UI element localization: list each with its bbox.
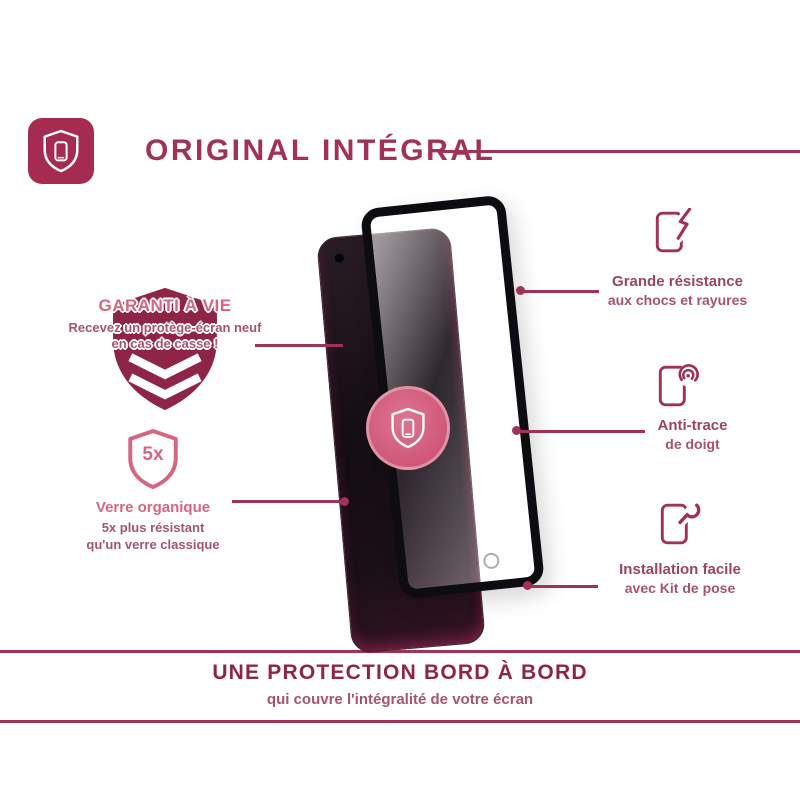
brand-logo-small-icon [482, 552, 501, 570]
connector-dot-resistance [516, 286, 525, 295]
resistance-subtitle: aux chocs et rayures [607, 292, 748, 308]
anti-trace-title: Anti-trace [657, 417, 728, 434]
installation-title: Installation facile [619, 561, 741, 578]
connector-line-resistance [521, 290, 599, 293]
connector-dot-organic-glass [340, 497, 349, 506]
connector-dot-anti-trace [512, 426, 521, 435]
organic-glass-title: Verre organique [95, 499, 211, 516]
shield-5x-icon: 5x [125, 428, 181, 490]
footer-title: UNE PROTECTION BORD À BORD [212, 661, 588, 684]
connector-line-warranty [255, 344, 343, 347]
callout-organic-glass: 5x Verre organique 5x plus résistant qu'… [58, 428, 248, 553]
callout-resistance: Grande résistance aux chocs et rayures [580, 272, 775, 309]
phone-wrench-icon [655, 500, 703, 548]
phone-fingerprint-icon [653, 362, 701, 410]
5x-badge: 5x [142, 444, 164, 465]
installation-subtitle: avec Kit de pose [624, 580, 736, 596]
warranty-text-line1: Recevez un protège-écran neuf [68, 320, 262, 335]
anti-trace-subtitle: de doigt [665, 436, 720, 452]
shield-phone-icon [389, 406, 427, 450]
callout-warranty: GARANTI À VIE Recevez un protège-écran n… [50, 286, 280, 352]
warranty-title: GARANTI À VIE [98, 296, 232, 315]
callout-anti-trace: Anti-trace de doigt [605, 416, 780, 453]
footer-divider-top [0, 650, 800, 653]
brand-badge [28, 118, 94, 184]
product-title: ORIGINAL INTÉGRAL [145, 134, 496, 167]
organic-glass-line2: qu'un verre classique [86, 537, 220, 552]
connector-line-anti-trace [517, 430, 645, 433]
shield-badge-on-glass [366, 386, 450, 470]
resistance-title: Grande résistance [612, 273, 743, 290]
camera-punch-hole-icon [334, 253, 345, 264]
organic-glass-line1: 5x plus résistant [101, 520, 205, 535]
shield-phone-icon [41, 128, 81, 174]
warranty-text-line2: en cas de casse ! [111, 336, 219, 351]
connector-dot-installation [523, 581, 532, 590]
header-divider [440, 150, 800, 153]
callout-installation: Installation facile avec Kit de pose [585, 560, 775, 597]
footer-divider-bottom [0, 720, 800, 723]
phone-impact-icon [650, 208, 698, 256]
footer-subtitle: qui couvre l'intégralité de votre écran [266, 691, 534, 708]
connector-line-installation [528, 585, 598, 588]
connector-line-organic-glass [232, 500, 342, 503]
